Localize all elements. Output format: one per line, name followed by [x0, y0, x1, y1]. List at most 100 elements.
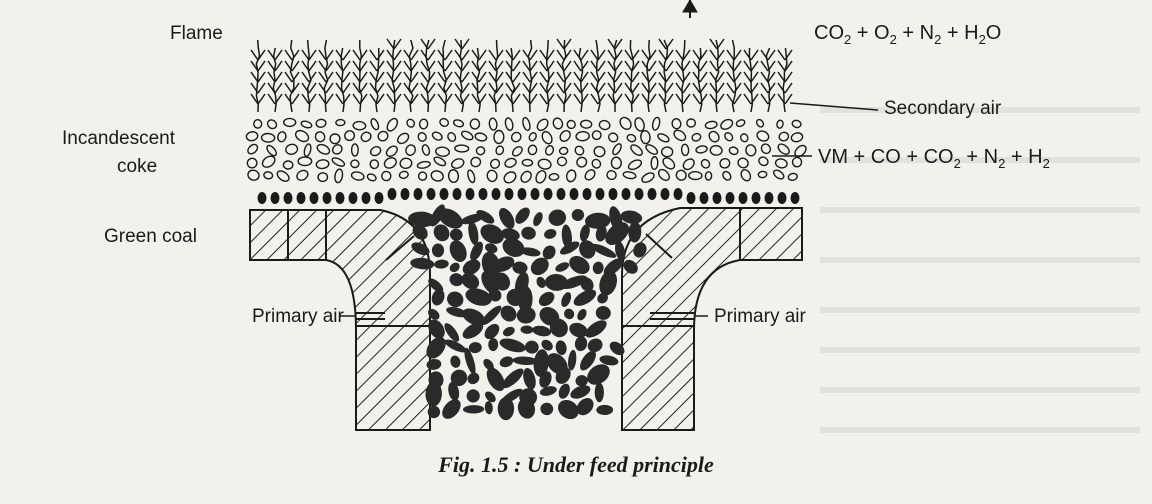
- flame-branch: [258, 61, 265, 71]
- flame-branch: [649, 83, 656, 93]
- flame-branch: [292, 94, 299, 104]
- flame-branch: [683, 83, 690, 93]
- coal-lump: [547, 208, 568, 228]
- flame-branch: [642, 83, 649, 93]
- primary-air-right-label: Primary air: [714, 306, 806, 328]
- flame-branch: [370, 61, 377, 71]
- coke-lump: [510, 131, 523, 144]
- coal-lump: [465, 388, 481, 404]
- flame-branch: [319, 61, 326, 71]
- coke-lump: [370, 118, 380, 131]
- flame-branch: [251, 72, 258, 82]
- coal-lump: [515, 305, 537, 325]
- coal-lump: [484, 401, 493, 415]
- coal-lump: [496, 205, 518, 231]
- coke-lump-dark: [375, 192, 384, 204]
- flame-branch: [632, 83, 639, 93]
- coal-lump: [557, 382, 572, 400]
- coke-lump-dark: [791, 192, 800, 204]
- flame-branch: [659, 50, 666, 60]
- flame-branch: [394, 50, 401, 60]
- coke-lump: [557, 156, 567, 166]
- flame-branch: [394, 72, 401, 82]
- coke-lump-dark: [466, 188, 475, 200]
- coke-lump: [573, 145, 585, 157]
- coke-lump-dark: [284, 192, 293, 204]
- flame-branch: [479, 72, 486, 82]
- flame-branch: [666, 94, 673, 104]
- coke-lump: [640, 130, 651, 144]
- coke-lump: [470, 156, 482, 167]
- coke-lump: [376, 130, 389, 143]
- flame-branch: [649, 94, 656, 104]
- coke-lump: [534, 169, 548, 184]
- coke-lump-dark: [414, 188, 423, 200]
- flame-branch: [370, 94, 377, 104]
- coke-lump: [382, 171, 391, 180]
- flame-branch: [557, 94, 564, 104]
- flame-branch: [598, 50, 605, 60]
- coke-lump: [776, 142, 791, 156]
- coke-lump: [566, 169, 577, 182]
- flame-branch: [734, 72, 741, 82]
- flame-branch: [768, 61, 775, 71]
- coke-lump: [792, 157, 801, 167]
- coal-lump: [520, 226, 537, 241]
- coke-lump-dark: [778, 192, 787, 204]
- coke-lump-dark: [544, 188, 553, 200]
- coke-lump-dark: [271, 192, 280, 204]
- coke-lump: [439, 117, 450, 127]
- flame-branch: [285, 50, 292, 60]
- coke-lump: [719, 118, 734, 132]
- flame-branch: [309, 50, 316, 60]
- coke-lump: [300, 120, 312, 129]
- coke-lump: [383, 156, 398, 170]
- coke-lump: [611, 157, 621, 169]
- coal-lump: [501, 325, 516, 338]
- coke-lump: [404, 144, 416, 157]
- coal-lump: [595, 305, 612, 321]
- coke-lump: [314, 131, 326, 143]
- flame-branch: [700, 72, 707, 82]
- coke-lump: [283, 161, 293, 169]
- flame-branch: [479, 61, 486, 71]
- flame-zone: [251, 39, 792, 112]
- flame-branch: [302, 72, 309, 82]
- flame-branch: [326, 50, 333, 60]
- flame-branch: [574, 83, 581, 93]
- flame-branch: [438, 94, 445, 104]
- flue-gas-equation: CO2 + O2 + N2 + H2O: [814, 22, 1001, 47]
- volatile-gas-equation: VM + CO + CO2 + N2 + H2: [818, 146, 1050, 171]
- flame-branch: [530, 61, 537, 71]
- flame-branch: [428, 61, 435, 71]
- coke-lump: [435, 147, 449, 157]
- coke-lump: [316, 119, 327, 128]
- coke-lump: [470, 119, 480, 129]
- flame-branch: [717, 83, 724, 93]
- flame-branch: [275, 50, 282, 60]
- coke-lump: [504, 157, 518, 169]
- coke-lump: [433, 155, 447, 167]
- flame-branch: [540, 94, 547, 104]
- flame-branch: [598, 83, 605, 93]
- coke-lump-dark: [765, 192, 774, 204]
- coke-lump: [399, 171, 409, 180]
- flame-branch: [734, 61, 741, 71]
- flame-branch: [751, 50, 758, 60]
- flame-branch: [557, 83, 564, 93]
- flame-branch: [717, 94, 724, 104]
- coke-lump: [580, 120, 591, 128]
- coke-lump: [246, 131, 259, 142]
- coke-lump-dark: [609, 188, 618, 200]
- coke-lump: [421, 144, 430, 156]
- flame-branch: [309, 94, 316, 104]
- flame-branch: [598, 72, 605, 82]
- flame-branch: [530, 50, 537, 60]
- flame-branch: [557, 72, 564, 82]
- coke-lump: [540, 130, 554, 145]
- coke-lump: [318, 173, 328, 182]
- coke-lump: [544, 145, 554, 156]
- coke-lump: [772, 168, 785, 180]
- coke-lump-dark: [635, 188, 644, 200]
